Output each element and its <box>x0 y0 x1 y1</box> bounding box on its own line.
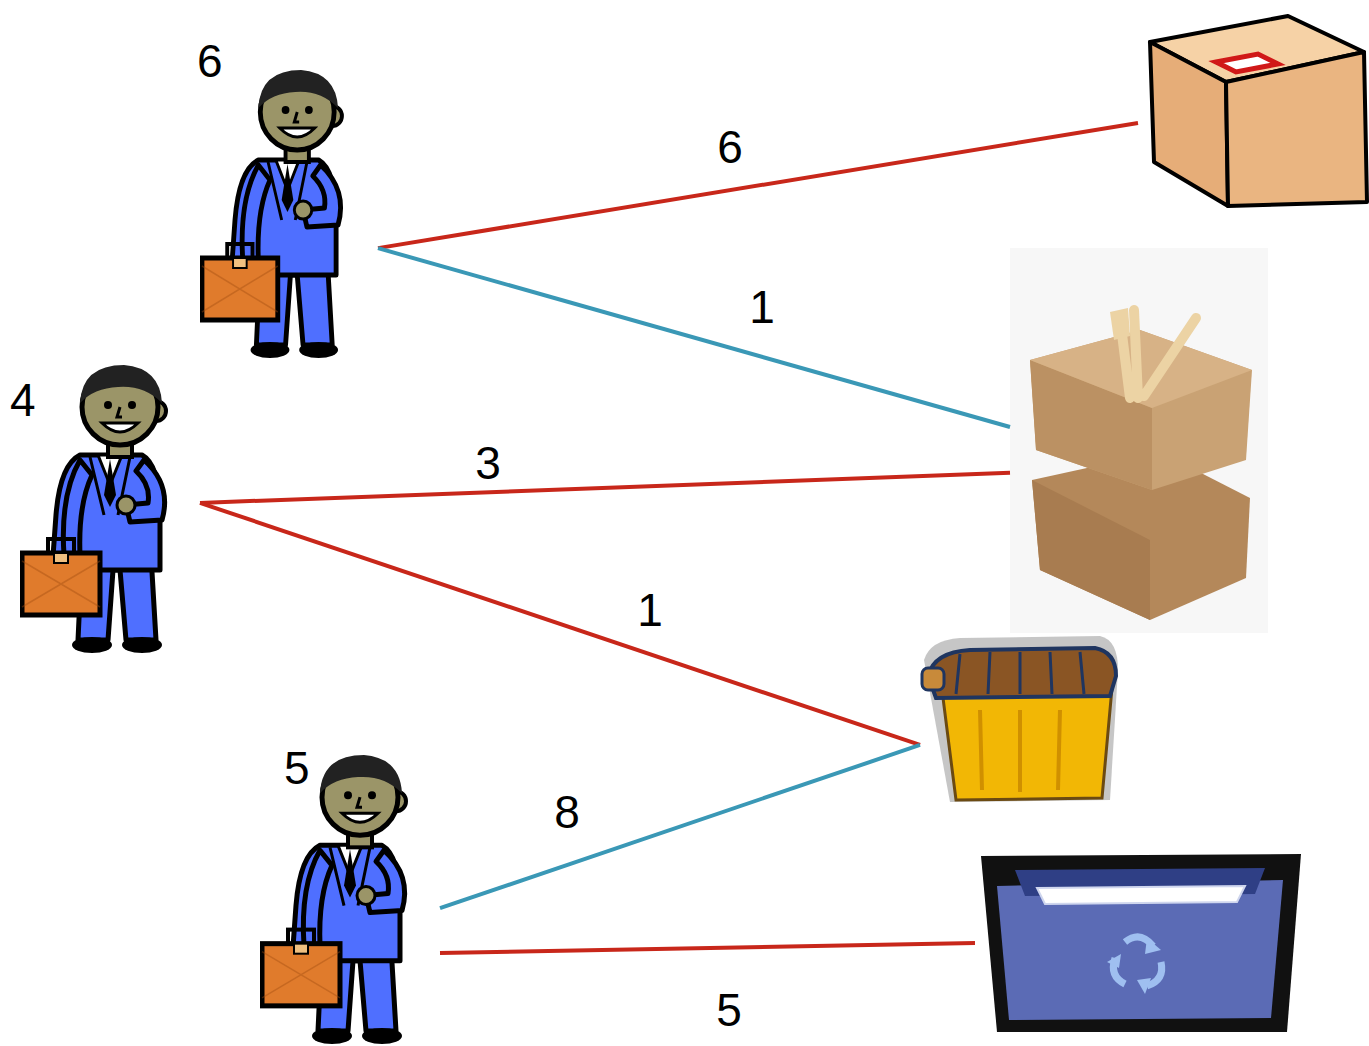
edge-weight: 6 <box>717 124 743 170</box>
matching-edge <box>200 503 920 745</box>
matching-edge <box>440 745 920 908</box>
takeout-box-shape <box>1010 248 1268 633</box>
edge-weight: 5 <box>716 987 742 1033</box>
person-figure: 5 <box>260 745 440 1046</box>
edge-weight: 1 <box>749 284 775 330</box>
node-number: 6 <box>197 38 223 84</box>
takeout-box <box>1010 248 1268 633</box>
node-number: 5 <box>284 745 310 791</box>
storage-bin-shape <box>920 630 1120 805</box>
person-figure-shape <box>20 355 200 655</box>
matching-edge <box>378 123 1138 248</box>
matching-edge <box>378 248 1010 427</box>
cardboard-box-shape <box>1138 10 1369 210</box>
recycling-bin <box>975 850 1305 1035</box>
person-figure: 4 <box>5 355 200 655</box>
person-figure-shape <box>200 60 375 360</box>
edge-weight: 8 <box>554 789 580 835</box>
cardboard-box <box>1138 10 1369 210</box>
edge-weight: 1 <box>637 587 663 633</box>
storage-bin <box>920 630 1120 805</box>
matching-edge <box>440 943 975 953</box>
recycling-bin-shape <box>975 850 1305 1035</box>
person-figure: 6 <box>195 30 378 360</box>
matching-edge <box>200 473 1010 503</box>
node-number: 4 <box>10 377 36 423</box>
edge-weight: 3 <box>475 440 501 486</box>
